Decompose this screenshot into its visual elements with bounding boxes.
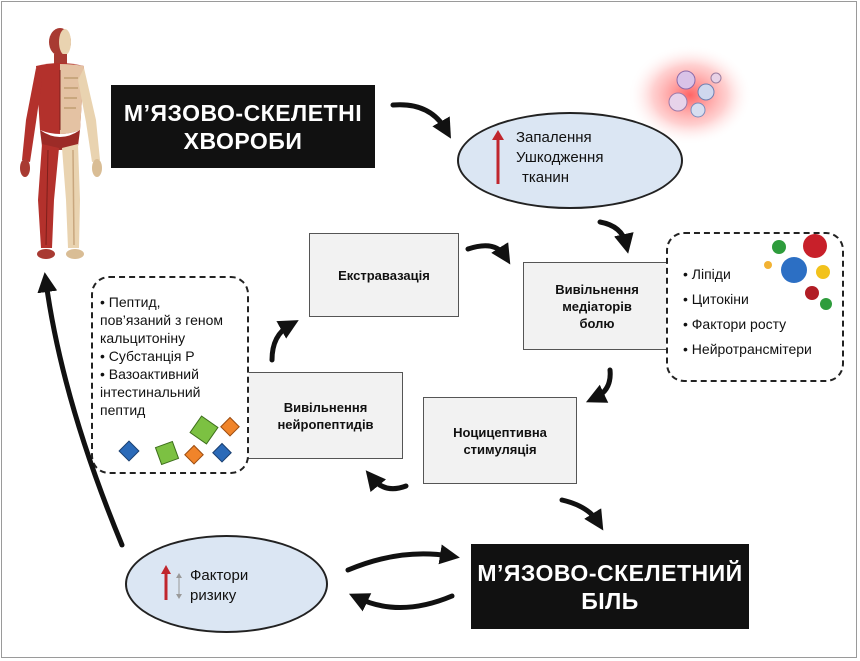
risk-factors-line-2: ризику [190,587,237,604]
risk-factors-text: Фактори ризику [190,566,248,606]
mediator-item-neurotransmitters: • Нейротрансмітери [683,341,812,357]
mediator-molecules-icon [764,234,832,310]
arrow-mediators-to-nociceptive [585,367,613,403]
arrow-diseases-to-inflammation [390,102,451,139]
neuropeptide-line-5: • Вазоактивний [100,366,199,382]
risk-factors-ellipse [125,535,328,633]
mediators-release-box: Вивільнення медіаторів болю [523,262,671,350]
neuropeptide-line-7: пептид [100,402,146,418]
musculoskeletal-diseases-box: М’ЯЗОВО-СКЕЛЕТНІ ХВОРОБИ [111,85,375,168]
neuropeptides-list-box [91,276,249,474]
arrow-pain-to-risk [348,593,455,612]
human-anatomy-icon [20,28,102,259]
inflamed-cells-icon [628,45,752,145]
inflammation-ellipse [457,112,683,209]
neuropeptide-line-4: • Субстанція Р [100,348,195,364]
extravasation-box: Екстравазація [309,233,459,317]
mediators-release-line-3: болю [579,315,615,331]
arrow-risk-to-diseases [37,272,125,548]
nociceptive-line-2: стимуляція [463,441,537,457]
arrow-inflammation-to-mediators [597,219,634,254]
mediators-list: • Ліпіди • Цитокіни • Фактори росту • Не… [683,262,812,362]
arrow-nociceptive-to-pain [559,497,604,531]
nociceptive-stimulation-box: Ноцицептивна стимуляція [423,397,577,484]
mediators-release-line-2: медіаторів [562,298,632,314]
arrow-neuropeptide-to-extravasation [269,320,299,363]
inflammation-line-2: Ушкодження [516,149,604,166]
pain-line-1: М’ЯЗОВО-СКЕЛЕТНИЙ [477,559,743,586]
pain-line-2: БІЛЬ [581,587,639,614]
arrow-nociceptive-to-neuropeptide [365,470,409,493]
neuropeptide-release-line-2: нейропептидів [277,416,374,432]
neuropeptide-line-3: кальцитоніну [100,330,186,346]
neuropeptide-release-line-1: Вивільнення [283,399,368,415]
neuropeptides-list: • Пептид, пов’язаний з геном кальцитонін… [100,293,223,419]
risk-factors-line-1: Фактори [190,567,249,584]
neuropeptide-line-2: пов’язаний з геном [100,312,223,328]
musculoskeletal-pain-box: М’ЯЗОВО-СКЕЛЕТНИЙ БІЛЬ [471,544,749,629]
neuropeptide-line-6: інтестинальний [100,384,201,400]
mediator-item-growth-factors: • Фактори росту [683,316,787,332]
inflammation-line-3: тканин [522,169,570,186]
increase-arrow-icon [492,130,504,184]
diseases-line-1: М’ЯЗОВО-СКЕЛЕТНІ [123,99,363,126]
nociceptive-line-1: Ноцицептивна [453,424,547,440]
peptide-shapes-icon [118,415,240,466]
mediator-item-cytokines: • Цитокіни [683,291,749,307]
arrow-risk-to-pain [345,544,460,573]
inflammation-line-1: Запалення [516,129,592,146]
diseases-line-2: ХВОРОБИ [183,127,303,154]
increase-decrease-arrows-icon [161,565,182,600]
arrow-extravasation-to-mediators [465,242,511,265]
extravasation-label: Екстравазація [338,267,430,283]
inflammation-text: Запалення Ушкодження тканин [516,128,603,188]
neuropeptide-line-1: • Пептид, [100,294,161,310]
neuropeptide-release-box: Вивільнення нейропептидів [248,372,403,459]
mediators-release-line-1: Вивільнення [555,281,639,297]
mediator-item-lipids: • Ліпіди [683,266,731,282]
